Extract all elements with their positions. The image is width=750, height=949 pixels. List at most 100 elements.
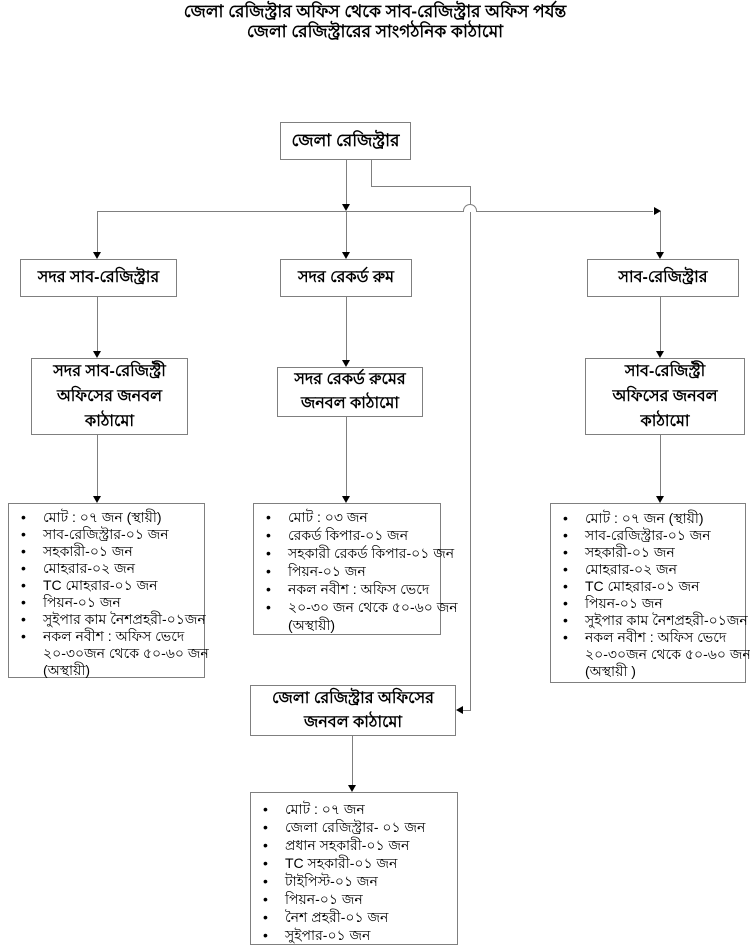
list-item-text: মোহরার-০২ জন <box>43 560 135 576</box>
list-item: •টাইপিস্ট-০১ জন <box>251 872 457 890</box>
connector-line-hop <box>463 204 477 212</box>
node-label-line: জেলা রেজিস্ট্রার অফিসের <box>272 689 434 707</box>
node-label-line: কাঠামো <box>640 413 690 430</box>
list-item: • নকল নবীশ : অফিস ভেদে <box>9 628 204 645</box>
list-item: •TC মোহরার-০১ জন <box>9 577 204 594</box>
bullet-icon: • <box>21 628 26 644</box>
list-item-text: জেলা রেজিস্ট্রার- ০১ জন <box>285 819 426 835</box>
list-item: • পিয়ন-০১ জন <box>551 595 745 612</box>
node-sadar-sub-registrar: সদর সাব-রেজিস্ট্রার <box>20 259 177 297</box>
list-item-text: পিয়ন-০১ জন <box>585 595 663 611</box>
list-item-continuation: (অস্থায়ী ) <box>551 663 745 680</box>
list-item-text: (অস্থায়ী ) <box>585 663 636 679</box>
list-item: •মোট : ০৭ জন <box>251 800 457 818</box>
arrowhead-down <box>656 496 664 503</box>
list-item-text: সুইপার কাম নৈশপ্রহরী-০১জন <box>585 612 748 628</box>
list-item-text: TC মোহরার-০১ জন <box>43 577 158 593</box>
list-sub-registry-manpower: •মোট : ০৭ জন (স্থায়ী) •সাব-রেজিস্ট্রার-… <box>550 503 750 683</box>
list-item-text: সুইপার-০১ জন <box>285 927 371 943</box>
connector-left3-to-left-list <box>97 434 98 496</box>
arrowhead-down <box>656 252 664 259</box>
list-item-text: মোহরার-০২ জন <box>585 561 677 577</box>
list-item: •TC মোহরার-০১ জন <box>551 578 745 595</box>
page-title-line-2: জেলা রেজিস্ট্রারের সাংগঠনিক কাঠামো <box>246 22 504 41</box>
bullet-icon: • <box>563 629 568 645</box>
node-label-line: সাব-রেজিস্ট্রী <box>624 363 706 380</box>
node-district-registrar: জেলা রেজিস্ট্রার <box>280 122 411 160</box>
bullet-icon: • <box>21 611 26 627</box>
node-label: জেলা রেজিস্ট্রার <box>291 131 400 150</box>
node-label-line: অফিসের জনবল <box>56 388 163 405</box>
list-item-text: পিয়ন-০১ জন <box>288 563 366 579</box>
bullet-icon: • <box>263 819 268 835</box>
bullet-icon: • <box>21 509 26 525</box>
list-item-text: রেকর্ড কিপার-০১ জন <box>288 527 409 543</box>
list-item-text: নকল নবীশ : অফিস ভেদে <box>585 629 727 645</box>
list-item-text: মোট : ০৭ জন (স্থায়ী) <box>43 509 162 525</box>
node-label-line: অফিসের জনবল <box>612 388 718 405</box>
arrowhead-right <box>654 207 661 215</box>
list-item: • সহকারী রেকর্ড কিপার-০১ জন <box>254 544 454 562</box>
connector-bottom-box-to-bottom-list <box>352 735 353 785</box>
node-sadar-sub-registry-manpower: সদর সাব-রেজিস্ট্রী অফিসের জনবল কাঠামো <box>31 358 188 435</box>
bullet-icon: • <box>21 594 26 610</box>
list-item-text: ২০-৩০জন থেকে ৫০-৬০ জন <box>43 645 209 661</box>
list-item-text: মোট : ০৭ জন (স্থায়ী) <box>585 510 704 526</box>
bullet-icon: • <box>21 543 26 559</box>
node-sadar-record-room: সদর রেকর্ড রুম <box>280 259 412 297</box>
bullet-icon: • <box>563 612 568 628</box>
list-item-text: সহকারী-০১ জন <box>43 543 133 559</box>
node-label: সদর সাব-রেজিস্ট্রার <box>37 269 160 286</box>
connector-right2-to-right3 <box>660 296 661 351</box>
list-item: •সহকারী-০১ জন <box>551 544 745 561</box>
list-item: • পিয়ন-০১ জন <box>254 562 440 580</box>
arrowhead-down <box>342 204 350 211</box>
list-item-text: ২০-৩০ জন থেকে ৫০-৬০ জন <box>288 599 458 615</box>
bullet-icon: • <box>563 527 568 543</box>
list-item-text: সহকারী রেকর্ড কিপার-০১ জন <box>288 545 455 561</box>
list-item-text: (অস্থায়ী) <box>288 617 336 633</box>
list-district-registrar-office-manpower: •মোট : ০৭ জন • জেলা রেজিস্ট্রার- ০১ জন •প… <box>250 792 458 945</box>
list-item: •মোট : ০৭ জন (স্থায়ী) <box>551 510 745 527</box>
connector-drop-right <box>660 211 661 252</box>
arrowhead-down <box>342 496 350 503</box>
bullet-icon: • <box>563 561 568 577</box>
page-title: জেলা রেজিস্ট্রার অফিস থেকে সাব-রেজিস্ট্র… <box>0 2 750 42</box>
node-district-registrar-office-manpower: জেলা রেজিস্ট্রার অফিসের জনবল কাঠামো <box>250 685 456 736</box>
bullet-icon: • <box>21 526 26 542</box>
list-item-text: সাব-রেজিস্ট্রার-০১ জন <box>585 527 711 543</box>
bullet-icon: • <box>563 544 568 560</box>
connector-right3-to-right-list <box>660 434 661 496</box>
list-item-text: নৈশ প্রহরী-০১ জন <box>285 909 389 925</box>
connector-root-stem <box>346 160 347 204</box>
list-item-text: নকল নবীশ : অফিস ভেদে <box>43 628 185 644</box>
arrowhead-down <box>93 351 101 358</box>
list-item: • জেলা রেজিস্ট্রার- ০১ জন <box>251 818 457 836</box>
list-item-text: নকল নবীশ : অফিস ভেদে <box>288 581 430 597</box>
page-title-line-1: জেলা রেজিস্ট্রার অফিস থেকে সাব-রেজিস্ট্র… <box>183 2 567 21</box>
list-item: •প্রধান সহকারী-০১ জন <box>251 836 457 854</box>
list-sadar-record-room-manpower: • মোট : ০৩ জন • রেকর্ড কিপার-০১ জন • সহকারী… <box>253 503 458 635</box>
bullet-icon: • <box>563 595 568 611</box>
node-sub-registrar: সাব-রেজিস্ট্রার <box>587 259 739 297</box>
list-sadar-sub-registry-manpower: •মোট : ০৭ জন (স্থায়ী) •সাব-রেজিস্ট্রার-… <box>8 503 209 678</box>
node-label-line: সদর রেকর্ড রুমের <box>294 371 406 388</box>
bullet-icon: • <box>266 545 271 561</box>
list-item-text: মোট : ০৩ জন <box>288 509 368 525</box>
list-item: • সুইপার কাম নৈশপ্রহরী-০১জন <box>9 611 206 628</box>
list-item-text: সুইপার কাম নৈশপ্রহরী-০১জন <box>43 611 206 627</box>
node-sadar-record-room-manpower: সদর রেকর্ড রুমের জনবল কাঠামো <box>277 367 423 417</box>
bullet-icon: • <box>266 599 271 615</box>
connector-offset-horizontal <box>371 186 471 187</box>
list-item-text: ২০-৩০জন থেকে ৫০-৬০ জন <box>585 646 750 662</box>
node-sub-registry-manpower: সাব-রেজিস্ট্রী অফিসের জনবল কাঠামো <box>585 358 745 435</box>
list-item: • সুইপার কাম নৈশপ্রহরী-০১জন <box>551 612 748 629</box>
list-item-text: TC মোহরার-০১ জন <box>585 578 700 594</box>
bullet-icon: • <box>266 563 271 579</box>
list-item: •মোহরার-০২ জন <box>9 560 204 577</box>
list-item: •TC সহকারী-০১ জন <box>251 854 457 872</box>
list-item: •নৈশ প্রহরী-০১ জন <box>251 908 457 926</box>
list-item: • মোট : ০৭ জন (স্থায়ী) <box>9 509 204 526</box>
list-item: •পিয়ন-০১ জন <box>9 594 204 611</box>
